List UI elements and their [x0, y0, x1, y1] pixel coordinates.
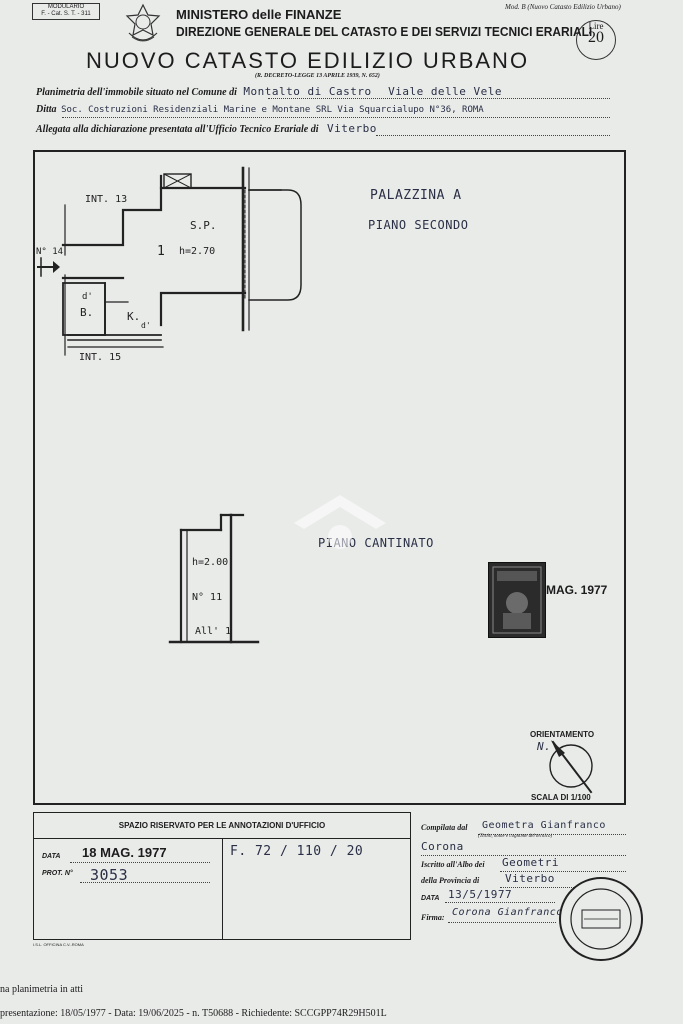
comune-value: Montalto di Castro — [243, 85, 372, 98]
height-cantina: h=2.00 — [192, 557, 228, 568]
stamp-date: MAG. 1977 — [546, 583, 608, 597]
ditta-line: Ditta Soc. Costruzioni Residenziali Mari… — [36, 104, 484, 115]
firma-signature: Corona Gianfranco — [452, 907, 563, 918]
footer-note: na planimetria in atti — [0, 984, 84, 995]
kitchen-label: K. — [127, 310, 140, 323]
lire-value: 20 — [588, 29, 604, 46]
firma-label: Firma: — [421, 913, 445, 922]
iscritto-label: Iscritto all'Albo dei — [421, 860, 485, 869]
provincia-value: Viterbo — [505, 872, 555, 885]
stamp-portrait-icon — [492, 566, 542, 634]
provincia-label: della Provincia di — [421, 876, 480, 885]
n14-label: N° 14 — [36, 247, 63, 257]
document-title: NUOVO CATASTO EDILIZIO URBANO — [86, 48, 530, 73]
bathroom-label: B. — [80, 306, 93, 319]
palazzina-label: PALAZZINA A — [370, 188, 462, 203]
office-prot-label: PROT. N° — [42, 870, 73, 877]
modulario-label: MODULARIO — [47, 4, 85, 10]
collegio-seal-icon — [559, 877, 643, 961]
allegata-label: Allegata alla dichiarazione presentata a… — [36, 124, 319, 135]
planimetria-label: Planimetria dell'immobile situato nel Co… — [36, 87, 237, 98]
via-value: Viale delle Vele — [388, 85, 503, 98]
footer-metadata: presentazione: 18/05/1977 - Data: 19/06/… — [0, 1008, 387, 1019]
ministry-title: MINISTERO delle FINANZE — [176, 7, 342, 22]
office-data-label: DATA — [42, 853, 61, 860]
republic-emblem-icon — [125, 3, 161, 42]
decreto-reference: (R. DECRETO-LEGGE 13 APRILE 1939, N. 652… — [255, 73, 380, 79]
office-prot-value: 3053 — [90, 866, 129, 884]
lire-stamp: Lire 20 — [576, 20, 616, 60]
plan-frame — [33, 150, 626, 805]
compilata-value: Geometra Gianfranco — [482, 820, 606, 831]
office-heading: SPAZIO RISERVATO PER LE ANNOTAZIONI D'UF… — [33, 812, 411, 839]
bathroom-d-label: d' — [82, 292, 93, 302]
ditta-value: Soc. Costruzioni Residenziali Marine e M… — [61, 105, 484, 115]
lire-label: Lire — [588, 21, 604, 31]
allegata-line: Allegata alla dichiarazione presentata a… — [36, 122, 377, 135]
room-number: 1 — [157, 244, 165, 259]
compiler-data-label: DATA — [421, 895, 440, 902]
modulario-code: F. - Cat. S. T. - 311 — [41, 11, 91, 17]
floor-plan-drawing: INT. 13 INT. 15 N° 14 S.P. 1 h=2.70 d' B… — [36, 166, 593, 794]
model-label: Mod. B (Nuovo Catasto Edilizio Urbano) — [505, 3, 621, 11]
orientamento-label: ORIENTAMENTO — [530, 730, 595, 739]
int13-label: INT. 13 — [85, 194, 127, 205]
printer-label: I.S.L. OFFICINA C.V.-ROMA — [33, 942, 84, 947]
modulario-box: MODULARIO F. - Cat. S. T. - 311 — [32, 3, 100, 20]
office-reference: F. 72 / 110 / 20 — [230, 844, 364, 859]
ufficio-value: Viterbo — [327, 122, 377, 135]
int15-label: INT. 15 — [79, 352, 121, 363]
planimetria-line: Planimetria dell'immobile situato nel Co… — [36, 85, 502, 98]
office-divider — [222, 839, 223, 940]
north-label: N. — [537, 740, 552, 753]
room-sp-label: S.P. — [190, 219, 217, 232]
watermark-logo-icon — [294, 495, 386, 549]
compiler-data-value: 13/5/1977 — [448, 888, 513, 901]
revenue-stamp — [488, 562, 546, 638]
cantina-allegato: All' 1 — [195, 626, 231, 637]
ditta-label: Ditta — [36, 104, 57, 115]
compilata-label: Compilata dal — [421, 823, 468, 832]
direzione-title: DIREZIONE GENERALE DEL CATASTO E DEI SER… — [176, 24, 593, 39]
kitchen-num: d' — [141, 321, 151, 330]
office-data-value: 18 MAG. 1977 — [82, 845, 167, 860]
scale-label: SCALA DI 1/100 — [531, 793, 591, 802]
compilata-hint: (Titolo, nome e cognome del tecnico) — [478, 834, 553, 839]
cantina-number: N° 11 — [192, 592, 222, 603]
height-upper: h=2.70 — [179, 246, 215, 257]
piano-secondo-label: PIANO SECONDO — [368, 218, 469, 232]
albo-value: Geometri — [502, 856, 559, 869]
compiler-surname: Corona — [421, 840, 464, 853]
